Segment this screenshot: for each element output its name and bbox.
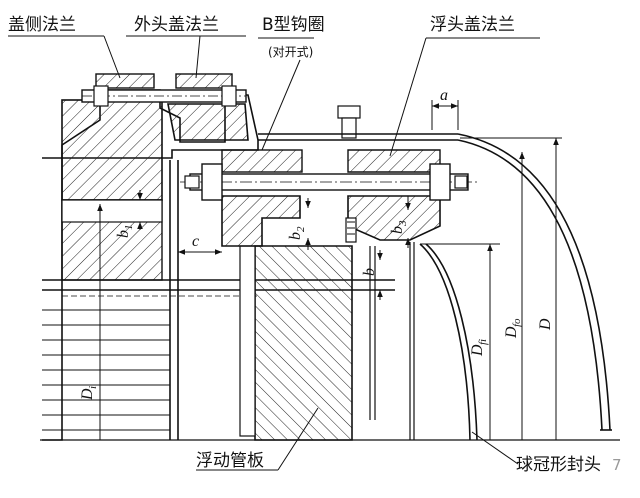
symbol-b3: b 3 bbox=[389, 220, 409, 234]
symbol-b2: b 2 bbox=[287, 226, 307, 240]
svg-text:b: b bbox=[389, 226, 406, 234]
label-outer-head-cover-flange: 外头盖法兰 bbox=[134, 15, 219, 35]
svg-text:D: D bbox=[537, 318, 554, 331]
svg-text:2: 2 bbox=[295, 226, 307, 232]
svg-text:i: i bbox=[87, 386, 99, 389]
svg-text:b: b bbox=[361, 268, 378, 276]
tube-bundle bbox=[42, 160, 179, 440]
floating-head-cover-flange bbox=[347, 149, 441, 241]
inner-dished-head bbox=[419, 243, 478, 441]
dimensions bbox=[97, 100, 562, 440]
top-bolt bbox=[81, 85, 247, 107]
symbol-b: b bbox=[361, 268, 378, 276]
svg-text:fo: fo bbox=[511, 318, 523, 327]
svg-text:fi: fi bbox=[477, 339, 489, 345]
floating-tubesheet bbox=[239, 245, 353, 441]
outer-dished-head bbox=[457, 133, 612, 431]
leader-lines bbox=[8, 35, 540, 471]
label-floating-head-cover-flange: 浮头盖法兰 bbox=[430, 15, 515, 35]
label-floating-tubesheet: 浮动管板 bbox=[196, 451, 264, 471]
gasket bbox=[345, 217, 357, 243]
label-pipe-side-flange: 盖侧法兰 bbox=[8, 15, 76, 35]
svg-text:b: b bbox=[287, 232, 304, 240]
label-b-type-hook-ring: B型钩圈 bbox=[262, 15, 325, 35]
symbol-Dfo: D fo bbox=[503, 318, 523, 339]
floating-head-bolt bbox=[180, 163, 478, 201]
label-dished-head: 球冠形封头 bbox=[516, 455, 601, 475]
shell-wall bbox=[61, 199, 163, 281]
symbol-Dfi: D fi bbox=[469, 339, 489, 357]
b-type-hook-ring bbox=[221, 149, 303, 247]
svg-text:D: D bbox=[79, 388, 96, 401]
shell-cover-top bbox=[258, 133, 458, 141]
symbol-Di: D i bbox=[79, 386, 99, 401]
inner-verticals bbox=[369, 242, 415, 440]
symbol-a: a bbox=[440, 87, 448, 104]
svg-text:D: D bbox=[503, 326, 520, 339]
outer-head-cover-flange bbox=[167, 73, 249, 141]
svg-text:1: 1 bbox=[123, 225, 135, 231]
svg-text:b: b bbox=[115, 230, 132, 238]
symbol-b1: b 1 bbox=[115, 225, 135, 239]
symbol-c: c bbox=[192, 233, 199, 250]
pipe-side-flange bbox=[61, 73, 163, 201]
vent-plug bbox=[337, 105, 361, 139]
svg-text:D: D bbox=[469, 344, 486, 357]
watermark: 7 bbox=[612, 456, 622, 474]
label-split-type: (对开式) bbox=[268, 45, 313, 59]
symbol-D: D bbox=[537, 318, 554, 331]
svg-text:3: 3 bbox=[397, 220, 409, 227]
